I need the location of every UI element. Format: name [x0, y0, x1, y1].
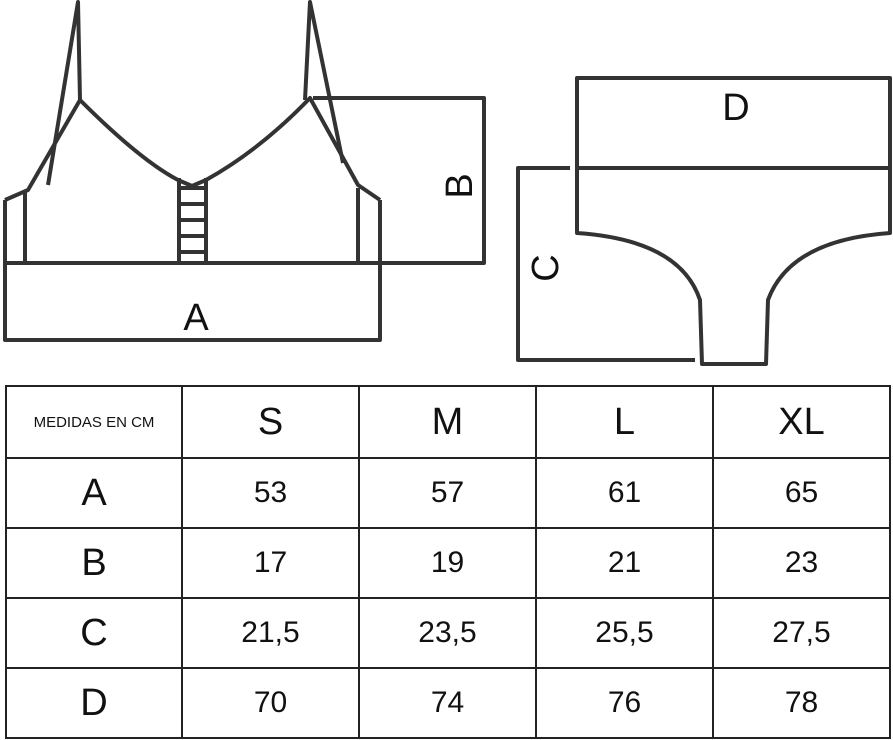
bra-center-gore [177, 178, 208, 263]
table-row: C 21,5 23,5 25,5 27,5 [5, 597, 891, 669]
table-header-row: MEDIDAS EN CM S M L XL [5, 385, 891, 459]
panty-waistband [575, 76, 892, 170]
measure-line-c [516, 166, 695, 362]
table-cell: 23,5 [358, 597, 537, 669]
garment-diagram: A B C D [3, 0, 892, 366]
table-cell: 57 [358, 457, 537, 529]
table-cell: 61 [535, 457, 714, 529]
table-cell: 25,5 [535, 597, 714, 669]
table-cell: 65 [712, 457, 891, 529]
panty-illustration [516, 76, 892, 366]
label-a: A [183, 297, 209, 339]
table-cell: 19 [358, 527, 537, 599]
panty-body [575, 168, 892, 366]
row-label: A [5, 457, 183, 529]
table-cell: 78 [712, 667, 891, 739]
label-d: D [722, 87, 749, 129]
table-cell: 53 [181, 457, 360, 529]
size-table: MEDIDAS EN CM S M L XL A 53 57 61 65 B 1… [5, 385, 891, 739]
table-row: B 17 19 21 23 [5, 527, 891, 599]
bra-illustration [3, 0, 486, 342]
size-header: XL [712, 385, 891, 459]
table-cell: 74 [358, 667, 537, 739]
size-header: S [181, 385, 360, 459]
size-header: M [358, 385, 537, 459]
row-label: C [5, 597, 183, 669]
row-label: D [5, 667, 183, 739]
label-c: C [525, 254, 567, 281]
table-cell: 27,5 [712, 597, 891, 669]
bra-right-strap [303, 0, 345, 164]
table-cell: 21,5 [181, 597, 360, 669]
label-b: B [439, 173, 481, 198]
row-label: B [5, 527, 183, 599]
measure-line-b [313, 96, 486, 265]
table-cell: 21 [535, 527, 714, 599]
table-cell: 23 [712, 527, 891, 599]
bra-band [3, 261, 382, 342]
table-cell: 70 [181, 667, 360, 739]
table-cell: 17 [181, 527, 360, 599]
table-row: A 53 57 61 65 [5, 457, 891, 529]
corner-label: MEDIDAS EN CM [5, 385, 183, 459]
size-header: L [535, 385, 714, 459]
table-cell: 76 [535, 667, 714, 739]
bra-left-strap [46, 0, 82, 186]
table-row: D 70 74 76 78 [5, 667, 891, 739]
